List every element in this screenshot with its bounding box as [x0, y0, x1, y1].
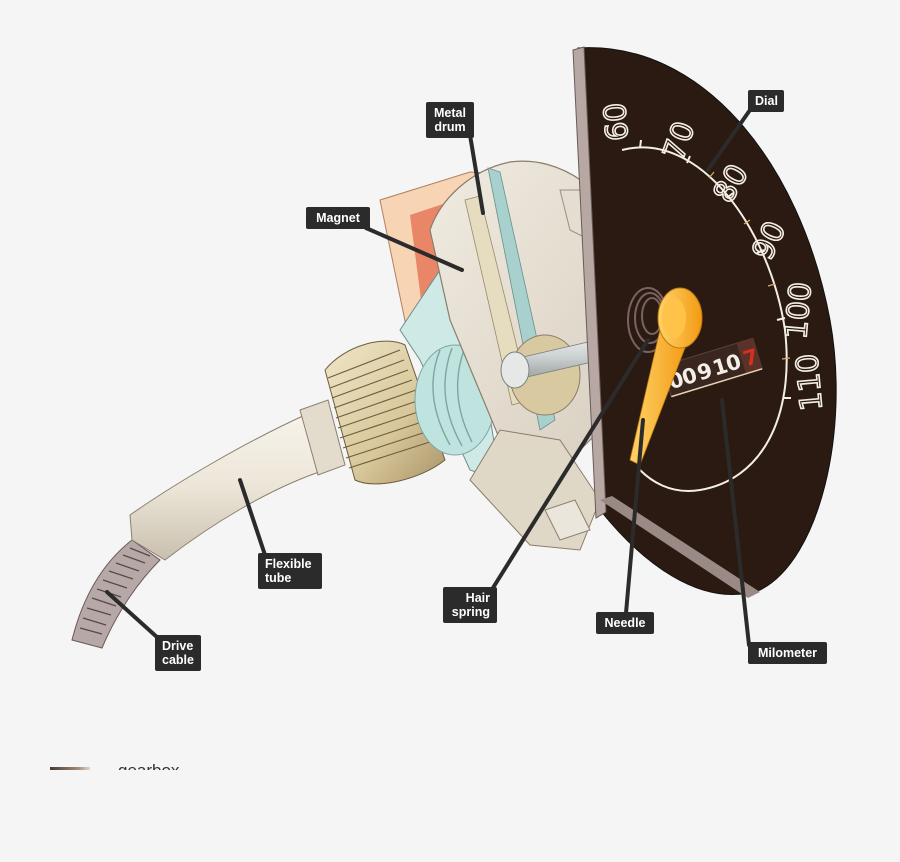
label-milometer: Milometer	[748, 642, 827, 664]
label-dial: Dial	[748, 90, 784, 112]
knurled-nut-part	[324, 340, 446, 485]
odo-digit-2: 0	[679, 363, 700, 390]
dial-numeral-110: 110	[790, 352, 830, 412]
leader-dial	[706, 108, 752, 172]
leader-flexible-tube	[238, 478, 267, 557]
odo-digit-5: 0	[723, 349, 744, 376]
drive-cable-part	[71, 539, 161, 649]
label-needle: Needle	[596, 612, 654, 634]
cutoff-gearbox-text: gearbox	[118, 760, 179, 770]
cutoff-cable-fragment	[50, 767, 90, 770]
dial-numeral-60: 60	[598, 101, 636, 142]
label-flexible-tube: Flexible tube	[258, 553, 322, 589]
milometer-part: 0 0 9 1 0 7	[661, 337, 763, 398]
leader-milometer	[720, 398, 751, 647]
leader-needle	[624, 418, 645, 615]
label-metal-drum: Metal drum	[426, 102, 474, 138]
flexible-tube-part	[129, 399, 346, 561]
needle-part	[629, 287, 703, 466]
odo-digit-3: 9	[694, 358, 715, 385]
dial-numeral-100: 100	[779, 281, 819, 341]
leader-metal-drum	[468, 133, 485, 215]
label-magnet: Magnet	[306, 207, 370, 229]
label-drive-cable: Drive cable	[155, 635, 201, 671]
leader-lines	[105, 108, 752, 647]
leader-magnet	[364, 226, 464, 272]
odo-digit-6: 7	[740, 344, 761, 371]
leader-drive-cable	[105, 590, 160, 640]
dial-face-part: 60 70 80 90 100 110	[572, 46, 837, 598]
label-hair-spring: Hair spring	[443, 587, 497, 623]
odo-digit-4: 1	[710, 353, 731, 380]
leader-hair-spring	[489, 338, 650, 593]
